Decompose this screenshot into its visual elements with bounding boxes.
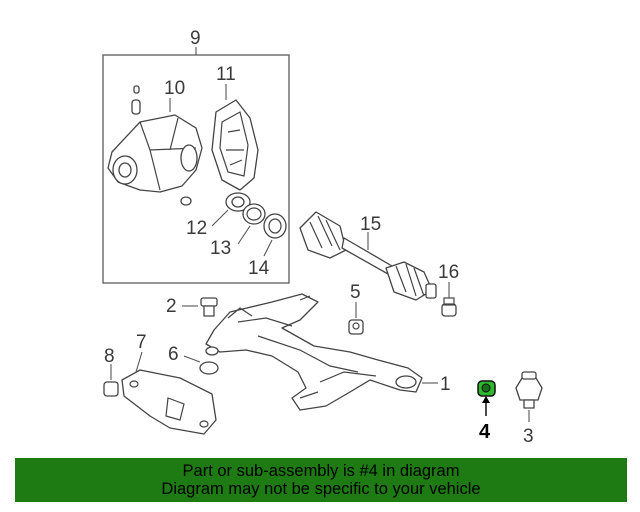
- label-7[interactable]: 7: [136, 332, 147, 353]
- rear-subframe[interactable]: [205, 293, 423, 411]
- mount-3[interactable]: [515, 371, 543, 409]
- bushing-5[interactable]: [348, 319, 364, 335]
- seal-ring-13[interactable]: [242, 203, 266, 225]
- label-10[interactable]: 10: [164, 78, 185, 99]
- differential-cover[interactable]: [211, 99, 259, 191]
- axle-shaft[interactable]: [299, 211, 437, 301]
- label-12[interactable]: 12: [186, 218, 207, 239]
- label-6[interactable]: 6: [168, 344, 179, 365]
- label-1[interactable]: 1: [440, 374, 451, 395]
- differential-housing[interactable]: [107, 85, 203, 206]
- label-9[interactable]: 9: [190, 28, 201, 49]
- axle-nut[interactable]: [441, 297, 457, 317]
- banner-line-1: Part or sub-assembly is #4 in diagram: [182, 462, 460, 480]
- label-3[interactable]: 3: [523, 426, 534, 447]
- label-4[interactable]: 4: [479, 421, 491, 443]
- label-15[interactable]: 15: [360, 214, 381, 235]
- plate-7[interactable]: [121, 369, 217, 435]
- label-2[interactable]: 2: [166, 296, 177, 317]
- washer-6[interactable]: [199, 361, 219, 375]
- info-banner: Part or sub-assembly is #4 in diagram Di…: [15, 458, 627, 502]
- bearing-12[interactable]: [225, 192, 251, 212]
- label-16[interactable]: 16: [438, 262, 459, 283]
- mount-2[interactable]: [200, 297, 218, 317]
- label-13[interactable]: 13: [210, 238, 231, 259]
- label-11[interactable]: 11: [216, 64, 236, 85]
- banner-line-2: Diagram may not be specific to your vehi…: [161, 480, 481, 498]
- bushing-8[interactable]: [103, 381, 119, 397]
- seal-14[interactable]: [263, 213, 287, 239]
- label-8[interactable]: 8: [104, 346, 115, 367]
- label-14[interactable]: 14: [248, 258, 270, 279]
- label-5[interactable]: 5: [350, 282, 361, 303]
- bushing-4-highlighted[interactable]: [477, 380, 496, 397]
